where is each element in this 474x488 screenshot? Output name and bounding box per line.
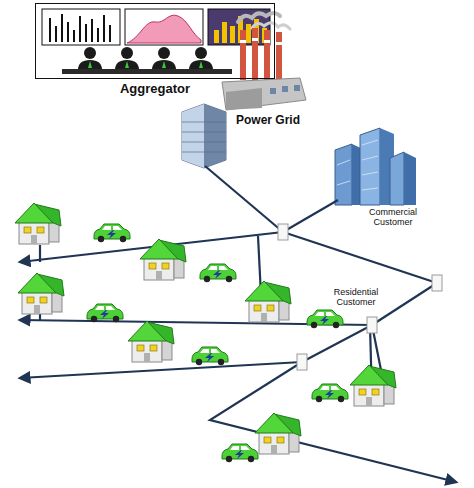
customer-label: Commercial Customer <box>360 207 426 228</box>
node-title: Aggregator <box>36 81 274 96</box>
aggregator-box: Aggregator <box>35 3 275 79</box>
customer-label: Residential Customer <box>320 287 392 308</box>
grid-label: Power Grid <box>226 114 310 128</box>
